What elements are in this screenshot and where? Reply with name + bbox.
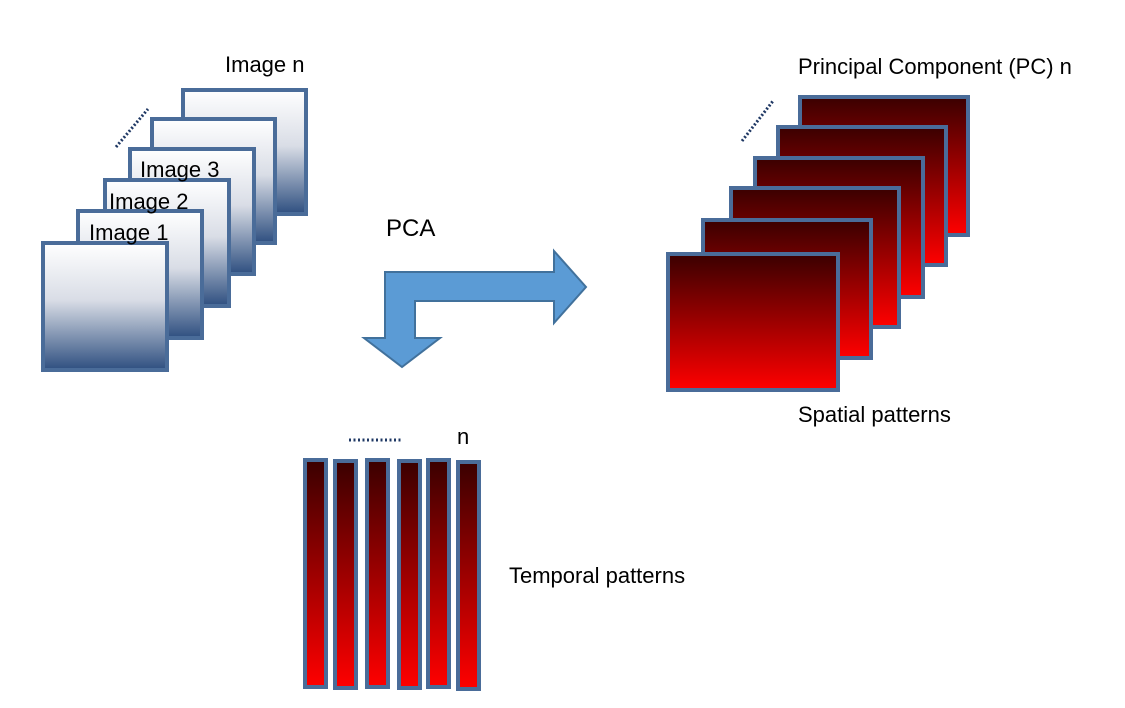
temporal-bar-1 bbox=[303, 458, 328, 689]
temporal-bar-6 bbox=[456, 460, 481, 691]
label-image-1: Image 1 bbox=[89, 220, 169, 245]
image-stack bbox=[41, 88, 308, 372]
temporal-bar-2 bbox=[333, 459, 358, 690]
image-frame-1 bbox=[41, 241, 169, 372]
label-temporal-n: n bbox=[457, 424, 469, 449]
label-image-2: Image 2 bbox=[109, 189, 189, 214]
temporal-bars bbox=[303, 458, 481, 691]
pc-frame-1 bbox=[666, 252, 840, 392]
label-image-3: Image 3 bbox=[140, 157, 220, 182]
temporal-bar-3 bbox=[365, 458, 390, 689]
image-stack-dots bbox=[114, 108, 150, 148]
pca-arrow bbox=[361, 248, 588, 369]
pc-stack-dots bbox=[740, 100, 775, 142]
label-image-n: Image n bbox=[225, 52, 305, 77]
label-pca: PCA bbox=[386, 215, 435, 242]
temporal-bar-4 bbox=[397, 459, 422, 690]
pc-stack bbox=[666, 95, 970, 392]
label-temporal-patterns: Temporal patterns bbox=[509, 563, 685, 588]
label-spatial-patterns: Spatial patterns bbox=[798, 402, 951, 427]
temporal-bar-5 bbox=[426, 458, 451, 689]
label-pc-n: Principal Component (PC) n bbox=[798, 54, 1072, 79]
